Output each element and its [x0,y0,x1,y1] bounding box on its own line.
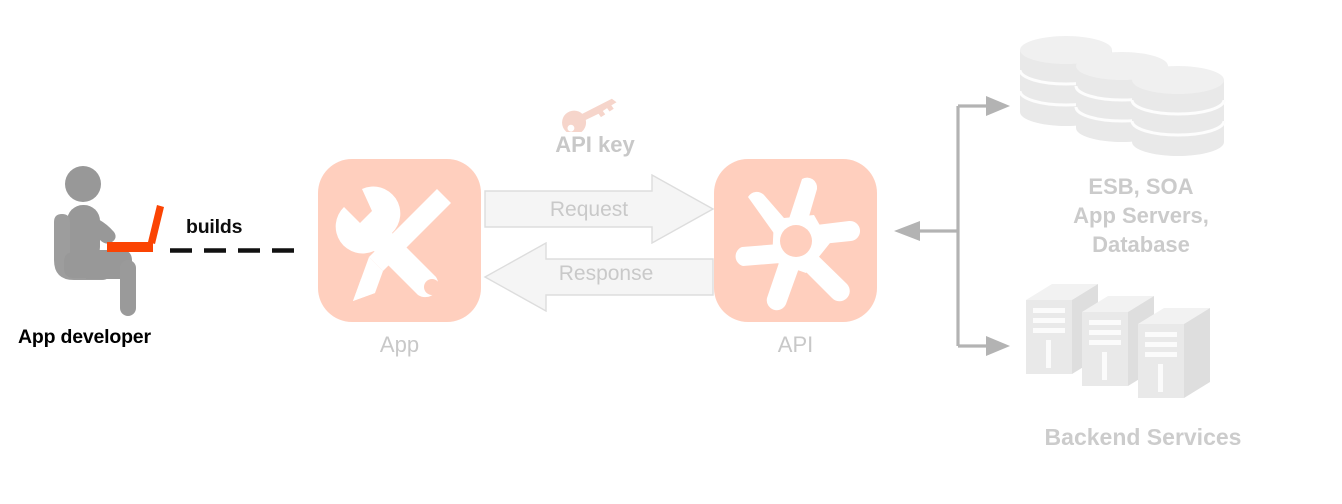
backend-services-label: Backend Services [1044,424,1242,450]
arrowhead-to-api [894,221,920,241]
key-icon [562,98,617,132]
database-label: ESB, SOA App Servers, Database [1000,172,1282,259]
api-key-label: API key [555,132,635,157]
builds-label: builds [186,216,243,238]
database-label-line-2: App Servers, [1073,203,1209,228]
app-tile[interactable] [318,159,481,322]
arrowhead-to-backend-services [986,336,1010,356]
api-key-group: API key [520,96,670,160]
seated-developer-with-laptop-icon [54,166,164,316]
arrowhead-to-database [986,96,1010,116]
request-label: Request [549,198,629,221]
api-tile[interactable] [714,159,877,322]
server-towers-icon [1026,284,1210,398]
database-label-line-3: Database [1092,232,1190,257]
database-cylinders-icon [1020,36,1226,158]
response-arrow [483,242,714,312]
response-label: Response [558,262,654,285]
app-developer-group [0,140,320,370]
app-label: App [379,332,420,357]
request-arrow [484,174,714,244]
wrench-and-pencil-icon [335,186,451,301]
app-developer-label: App developer [18,326,151,348]
api-hub-star-icon [735,177,861,311]
database-label-line-1: ESB, SOA [1088,174,1194,199]
builds-dashed-line [170,248,298,253]
api-label: API [777,332,814,357]
backend-connector-arrows [894,96,1010,356]
